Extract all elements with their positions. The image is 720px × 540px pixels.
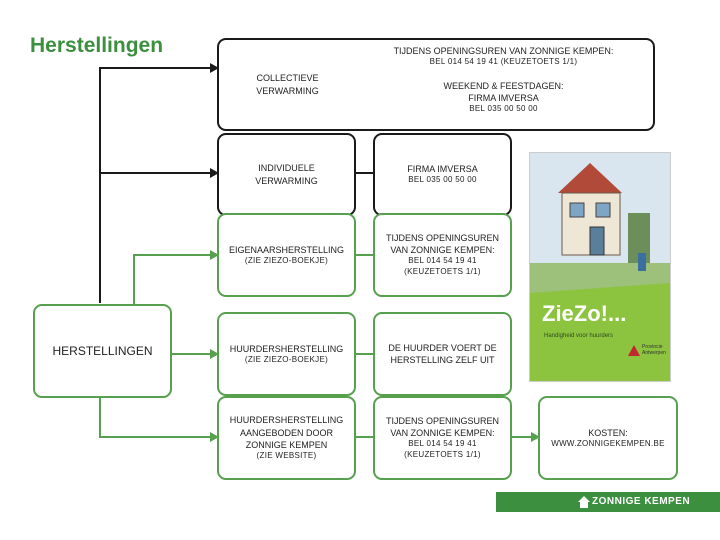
root-box-herstellingen: HERSTELLINGEN <box>33 304 172 398</box>
tenant-repair-label: HUURDERSHERSTELLING <box>230 343 344 355</box>
offered-repair-box: HUURDERSHERSTELLING AANGEBODEN DOOR ZONN… <box>217 396 356 480</box>
connector-trunk-lower <box>99 398 101 438</box>
offered-repair-sub: (ZIE WEBSITE) <box>257 451 317 462</box>
costs-label: KOSTEN: <box>588 427 628 439</box>
owner-repair-box: EIGENAARSHERSTELLING (ZIE ZIEZO-BOEKJE) <box>217 213 356 297</box>
individual-info-line-2: BEL 035 00 50 00 <box>408 175 477 186</box>
offered-repair-line-3: ZONNIGE KEMPEN <box>246 439 328 451</box>
zonnige-kempen-logo-icon <box>578 495 590 509</box>
connector-aangeboden <box>99 436 211 438</box>
offered-info-line-3: BEL 014 54 19 41 <box>408 439 477 450</box>
booklet-subtitle: Handigheid voor huurders <box>544 333 613 339</box>
connector-c2 <box>355 172 373 174</box>
individual-line-2: VERWARMING <box>255 175 318 187</box>
offered-info-line-1: TIJDENS OPENINGSUREN <box>386 415 499 427</box>
connector-trunk-mid <box>133 254 135 304</box>
individual-info-line-1: FIRMA IMVERSA <box>407 163 478 175</box>
connector-c5 <box>355 436 373 438</box>
connector-c4 <box>355 353 373 355</box>
page-title: Herstellingen <box>30 34 163 58</box>
connector-top <box>99 67 211 69</box>
tenant-repair-sub: (ZIE ZIEZO-BOEKJE) <box>245 355 328 366</box>
owner-info-line-3: BEL 014 54 19 41 <box>408 256 477 267</box>
offered-info-line-2: VAN ZONNIGE KEMPEN: <box>390 427 494 439</box>
booklet-logo-icon <box>628 345 640 356</box>
collective-info-line-3: WEEKEND & FEESTDAGEN: <box>443 80 563 92</box>
offered-repair-info-box: TIJDENS OPENINGSUREN VAN ZONNIGE KEMPEN:… <box>373 396 512 480</box>
connector-huurder <box>172 353 211 355</box>
root-label: HERSTELLINGEN <box>52 343 152 359</box>
booklet-brand: Provincie Antwerpen <box>642 344 670 356</box>
owner-info-line-4: (KEUZETOETS 1/1) <box>404 267 481 278</box>
collective-info-line-2: BEL 014 54 19 41 (KEUZETOETS 1/1) <box>430 57 578 68</box>
tenant-repair-box: HUURDERSHERSTELLING (ZIE ZIEZO-BOEKJE) <box>217 312 356 396</box>
footer-brand: ZONNIGE KEMPEN <box>592 496 690 507</box>
connector-costs <box>512 436 532 438</box>
costs-box: KOSTEN: WWW.ZONNIGEKEMPEN.BE <box>538 396 678 480</box>
collective-line-1: COLLECTIEVE <box>256 72 318 84</box>
offered-repair-line-2: AANGEBODEN DOOR <box>240 427 333 439</box>
individual-line-1: INDIVIDUELE <box>258 162 315 174</box>
costs-url[interactable]: WWW.ZONNIGEKEMPEN.BE <box>551 439 665 450</box>
collective-heating-box: COLLECTIEVE VERWARMING <box>217 38 356 131</box>
ziezo-booklet-image: ZieZo!... Handigheid voor huurders Provi… <box>529 152 671 382</box>
collective-info-line-5: BEL 035 00 50 00 <box>469 104 538 115</box>
footer-brand-bar: ZONNIGE KEMPEN <box>496 492 720 512</box>
collective-heating-info-box: TIJDENS OPENINGSUREN VAN ZONNIGE KEMPEN:… <box>354 38 655 131</box>
tenant-info-line-1: DE HUURDER VOERT DE <box>388 342 496 354</box>
owner-repair-sub: (ZIE ZIEZO-BOEKJE) <box>245 256 328 267</box>
collective-info-line-4: FIRMA IMVERSA <box>468 92 539 104</box>
offered-info-line-4: (KEUZETOETS 1/1) <box>404 450 481 461</box>
owner-info-line-2: VAN ZONNIGE KEMPEN: <box>390 244 494 256</box>
individual-heating-info-box: FIRMA IMVERSA BEL 035 00 50 00 <box>373 133 512 216</box>
collective-line-2: VERWARMING <box>256 85 319 97</box>
connector-individual <box>99 172 211 174</box>
connector-trunk-upper <box>99 67 101 303</box>
owner-repair-label: EIGENAARSHERSTELLING <box>229 244 344 256</box>
tenant-repair-info-box: DE HUURDER VOERT DE HERSTELLING ZELF UIT <box>373 312 512 396</box>
individual-heating-box: INDIVIDUELE VERWARMING <box>217 133 356 216</box>
tenant-info-line-2: HERSTELLING ZELF UIT <box>390 354 494 366</box>
owner-info-line-1: TIJDENS OPENINGSUREN <box>386 232 499 244</box>
connector-c3 <box>355 254 373 256</box>
booklet-title: ZieZo!... <box>542 301 626 327</box>
connector-eigenaar <box>133 254 211 256</box>
owner-repair-info-box: TIJDENS OPENINGSUREN VAN ZONNIGE KEMPEN:… <box>373 213 512 297</box>
collective-info-line-1: TIJDENS OPENINGSUREN VAN ZONNIGE KEMPEN: <box>394 45 614 57</box>
offered-repair-line-1: HUURDERSHERSTELLING <box>230 414 344 426</box>
